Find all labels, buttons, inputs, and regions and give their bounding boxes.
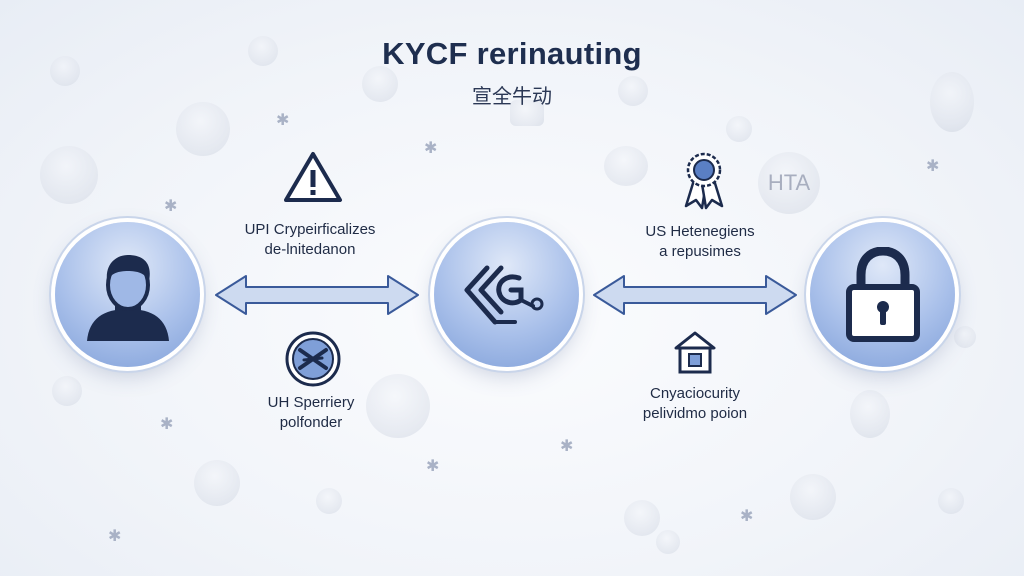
decorative-circle <box>790 474 836 520</box>
decorative-circle <box>656 530 680 554</box>
label-line: UH Sperriery <box>267 394 355 411</box>
sparkle-icon: ✱ <box>164 198 178 215</box>
label-top-right: US Hetenegiens a repusimes <box>600 222 800 262</box>
decorative-circle <box>726 116 752 142</box>
decorative-circle <box>624 500 660 536</box>
decorative-circle <box>850 390 890 438</box>
sparkle-icon: ✱ <box>276 112 290 129</box>
label-bottom-left: UH Sperriery polfonder <box>236 393 386 433</box>
label-line: US Hetenegiens <box>645 223 755 240</box>
page-title: KYCF rerinauting <box>382 36 642 71</box>
sparkle-icon: ✱ <box>160 416 174 433</box>
page-subtitle: 宣全牛动 <box>472 86 552 108</box>
label-line: Cnyaciocurity <box>649 385 741 402</box>
label-line: a repusimes <box>659 243 741 260</box>
label-bottom-right: Cnyaciocurity pelividmo poion <box>610 384 780 424</box>
kyc-logo-node <box>434 222 579 367</box>
award-ribbon-icon <box>678 150 730 210</box>
warning-icon <box>282 150 344 204</box>
user-icon <box>86 254 169 341</box>
bidirectional-arrow-left <box>212 272 422 318</box>
badge-circle: HTA <box>758 152 820 214</box>
decorative-circle <box>40 146 98 204</box>
decorative-circle <box>366 374 430 438</box>
badge-text: HTA <box>767 170 811 195</box>
sparkle-icon: ✱ <box>560 438 574 455</box>
decorative-circle <box>618 76 648 106</box>
lock-node <box>810 222 955 367</box>
sparkle-icon: ✱ <box>108 528 122 545</box>
label-line: UPI Crypeirficalizes <box>244 221 376 238</box>
decorative-circle <box>954 326 976 348</box>
label-top-left: UPI Crypeirficalizes de-lnitedanon <box>210 220 410 260</box>
lock-icon <box>845 246 920 342</box>
label-line: pelividmo poion <box>642 405 748 422</box>
decorative-circle <box>194 460 240 506</box>
decorative-circle <box>938 488 964 514</box>
decorative-circle <box>50 56 80 86</box>
decorative-circle <box>52 376 82 406</box>
decorative-circle <box>316 488 342 514</box>
label-line: polfonder <box>279 414 343 431</box>
bidirectional-arrow-right <box>590 272 800 318</box>
user-node <box>55 222 200 367</box>
decorative-circle <box>930 72 974 132</box>
decorative-circle <box>604 146 648 186</box>
house-icon <box>674 330 716 376</box>
decorative-circle <box>510 100 544 126</box>
sparkle-icon: ✱ <box>426 458 440 475</box>
decorative-circle <box>176 102 230 156</box>
decorative-circle <box>248 36 278 66</box>
sparkle-icon: ✱ <box>424 140 438 157</box>
decorative-circle <box>362 66 398 102</box>
sparkle-icon: ✱ <box>740 508 754 525</box>
blocked-tools-icon <box>284 330 342 388</box>
sparkle-icon: ✱ <box>926 158 940 175</box>
kyc-logo-icon <box>464 265 543 324</box>
label-line: de-lnitedanon <box>264 241 356 258</box>
